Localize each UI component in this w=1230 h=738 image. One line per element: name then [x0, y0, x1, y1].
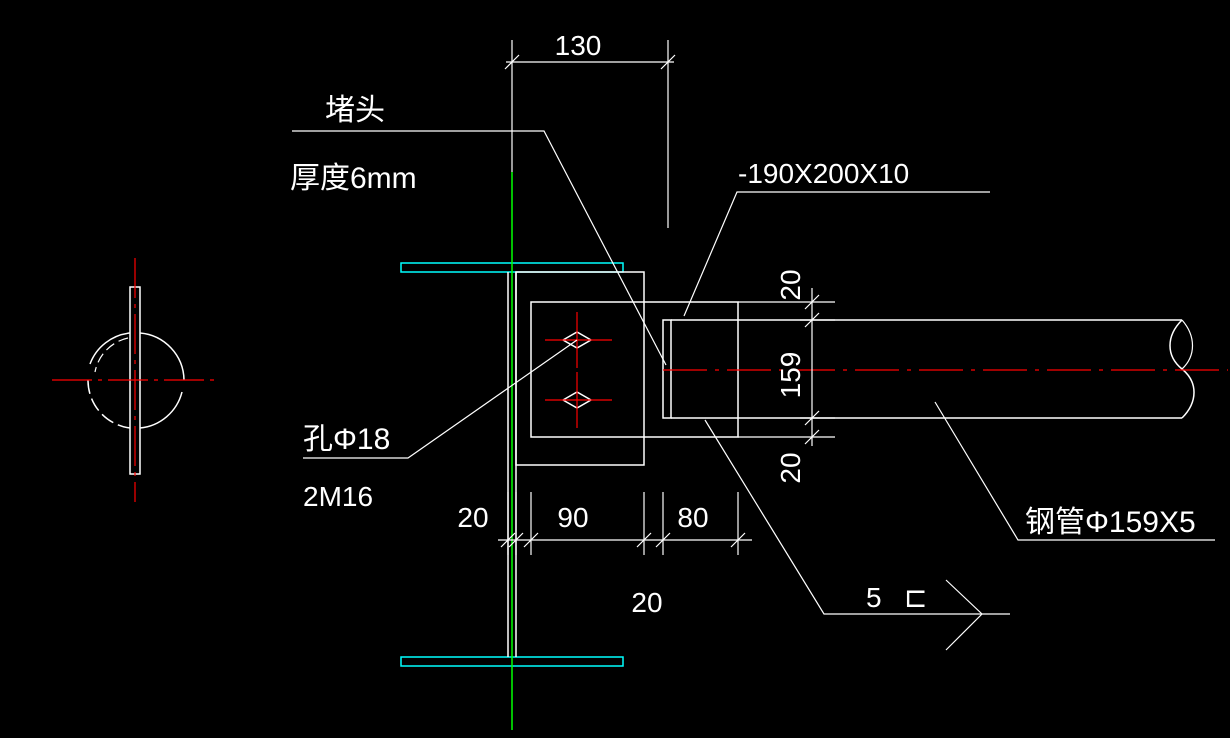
- weld-symbol: ⊏: [904, 582, 927, 613]
- leader-lines: [292, 130, 1215, 651]
- weld-tail: [945, 579, 983, 651]
- plate-spec-label: -190X200X10: [738, 158, 909, 189]
- hole-spec-label: 孔Φ18: [303, 423, 390, 456]
- pipe-leader: [934, 401, 1215, 541]
- steel-pipe: [663, 319, 1228, 419]
- stiffener-plate: [515, 271, 645, 466]
- dim-plate-end: 80: [677, 502, 708, 533]
- hole-leader: [303, 339, 578, 459]
- dim-top-width: 130: [555, 30, 602, 61]
- section-view: [52, 258, 218, 502]
- dimension-lines: [498, 40, 835, 555]
- dim-gap-lower: 20: [631, 587, 662, 618]
- dim-pipe-diameter: 159: [775, 352, 806, 399]
- cap-leader: [292, 130, 667, 366]
- labels: 堵头 厚度6mm -190X200X10 孔Φ18 2M16 钢管Φ159X5 …: [290, 30, 1196, 618]
- cap-thickness-label: 厚度6mm: [290, 162, 417, 195]
- dim-bolt-span: 90: [557, 502, 588, 533]
- pipe-spec-label: 钢管Φ159X5: [1025, 506, 1196, 539]
- dim-left-edge: 20: [457, 502, 488, 533]
- weld-leader: [704, 419, 1010, 615]
- dim-pipe-bottom-offset: 20: [775, 452, 806, 483]
- dim-pipe-top-offset: 20: [775, 269, 806, 300]
- cap-name-label: 堵头: [325, 94, 385, 127]
- plate-leader: [683, 191, 990, 317]
- weld-size-label: 5: [866, 582, 882, 613]
- bolt-spec-label: 2M16: [303, 481, 373, 512]
- end-cap-plate: [662, 319, 672, 419]
